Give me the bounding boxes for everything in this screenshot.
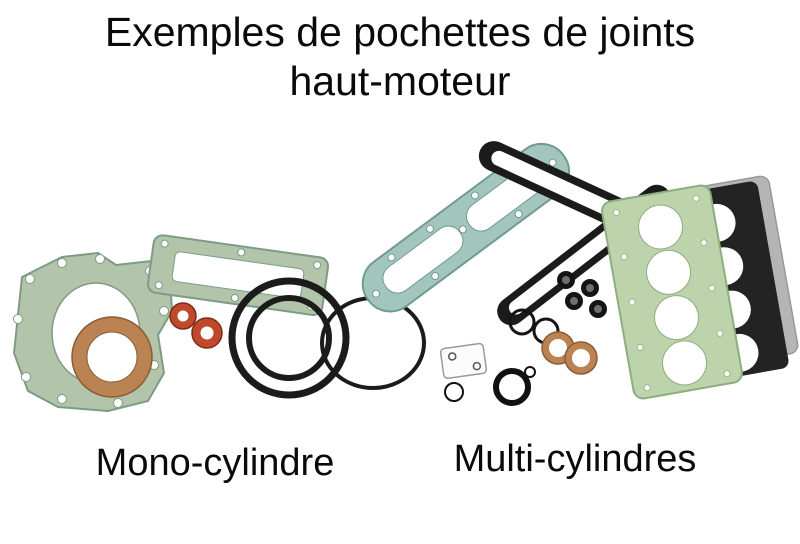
bolt-holes [612, 194, 731, 392]
small-rect-gasket [439, 342, 488, 380]
page-title: Exemples de pochettes de joints haut-mot… [0, 8, 800, 106]
bolt-holes [372, 158, 557, 298]
mono-cylinder-figure: Mono-cylindre [0, 215, 430, 515]
multi-cylinder-figure: Multi-cylindres [350, 130, 800, 515]
title-line-1: Exemples de pochettes de joints [104, 9, 696, 55]
rocker-cover-gasket-green [146, 234, 330, 316]
bolt-holes [13, 254, 169, 408]
copper-ring-gasket [71, 316, 153, 398]
mono-cylinder-gasket-photo [13, 234, 426, 412]
copper-exhaust-rings [541, 331, 598, 375]
head-gasket-green [601, 184, 743, 400]
multi-cylinder-caption: Multi-cylindres [453, 438, 697, 480]
multi-cylinder-gasket-photo [361, 141, 799, 406]
orange-exhaust-seals [169, 302, 223, 349]
valve-stem-seals [557, 271, 607, 318]
bottom-o-rings [444, 366, 536, 406]
mono-cylinder-caption: Mono-cylindre [95, 442, 335, 484]
title-line-2: haut-moteur [289, 58, 511, 105]
cylinder-bores [638, 204, 708, 386]
